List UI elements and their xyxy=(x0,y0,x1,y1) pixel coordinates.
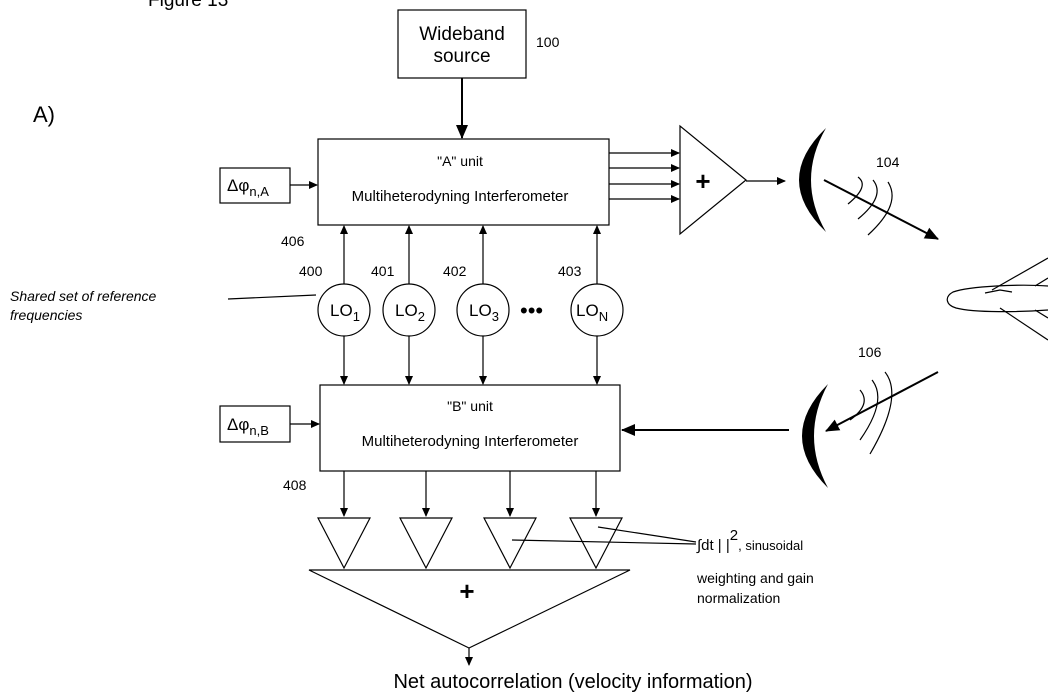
unit-a-subtitle: Multiheterodyning Interferometer xyxy=(352,188,569,205)
wideband-source-block: Wideband source xyxy=(397,9,527,79)
phase-a-subscript: n,A xyxy=(249,184,269,199)
phase-a-label: Δφn,A xyxy=(227,176,269,199)
lo2-ref: 401 xyxy=(371,263,395,279)
unit-a-ref-number: 406 xyxy=(281,233,305,249)
output-summer-symbol: + xyxy=(459,576,474,606)
transmit-beam-arrow xyxy=(823,179,939,240)
integrator-line2: weighting and gain xyxy=(696,570,814,586)
receive-ref-number: 106 xyxy=(858,344,882,360)
lon-subscript: N xyxy=(599,309,608,324)
amplifier-triangle-icon xyxy=(399,517,453,570)
figure-title: Figure 13 xyxy=(148,0,228,11)
lo-to-a-arrows xyxy=(340,225,601,284)
transmit-ref-number: 104 xyxy=(876,154,900,170)
unit-b-title: "B" unit xyxy=(447,398,493,414)
amplifier-triangle-icon xyxy=(317,517,371,570)
phase-b-subscript: n,B xyxy=(249,423,269,438)
lo3-label: LO3 xyxy=(469,301,499,324)
panel-label: A) xyxy=(33,102,55,127)
local-oscillators: LO1 400 LO2 401 LO3 402 ••• LON 403 xyxy=(299,263,624,337)
lo1-label: LO1 xyxy=(330,301,360,324)
lo3-subscript: 3 xyxy=(492,309,499,324)
unit-b-block: "B" unit Multiheterodyning Interferomete… xyxy=(319,384,621,472)
lo1-ref: 400 xyxy=(299,263,323,279)
lon-label: LON xyxy=(576,301,608,324)
unit-b-subtitle: Multiheterodyning Interferometer xyxy=(362,433,579,450)
detector-triangles xyxy=(317,517,623,570)
amplifier-triangle-icon xyxy=(483,517,537,570)
phase-a-box: Δφn,A xyxy=(219,167,291,204)
lo3-ref: 402 xyxy=(443,263,467,279)
lon-ref: 403 xyxy=(558,263,582,279)
summing-amplifier-icon: + xyxy=(679,124,747,236)
lo2-subscript: 2 xyxy=(418,309,425,324)
oscillator-lo3: LO3 402 xyxy=(443,263,510,337)
source-label-line2: source xyxy=(433,46,490,67)
aircraft-icon xyxy=(946,257,1048,341)
integrator-exponent: 2 xyxy=(730,527,738,544)
integrator-annotation: ∫dt | |2, sinusoidal weighting and gain … xyxy=(511,526,814,606)
amplifier-triangle-icon xyxy=(569,517,623,570)
shared-label-leader xyxy=(227,294,317,300)
b-outputs xyxy=(340,471,600,517)
unit-a-block: "A" unit Multiheterodyning Interferomete… xyxy=(317,138,610,226)
integrator-suffix: , sinusoidal xyxy=(738,538,803,553)
unit-b-ref-number: 408 xyxy=(283,477,307,493)
receive-waves xyxy=(849,371,893,455)
transmit-waves xyxy=(847,176,893,236)
phase-b-label: Δφn,B xyxy=(227,415,269,438)
shared-label-line2: frequencies xyxy=(10,307,82,323)
oscillator-ellipsis: ••• xyxy=(520,298,543,323)
transmit-dish-icon xyxy=(799,128,826,232)
lo2-label: LO2 xyxy=(395,301,425,324)
phase-b-box: Δφn,B xyxy=(219,405,291,443)
output-summer: + xyxy=(308,569,631,649)
source-label-line1: Wideband xyxy=(419,24,505,45)
receive-beam-arrow xyxy=(825,371,939,432)
source-ref-number: 100 xyxy=(536,34,560,50)
oscillator-lo2: LO2 401 xyxy=(371,263,436,337)
shared-label-line1: Shared set of reference xyxy=(10,288,157,304)
oscillator-lon: LON 403 xyxy=(558,263,624,337)
lo-to-b-arrows xyxy=(340,336,601,385)
oscillator-lo1: LO1 400 xyxy=(299,263,371,337)
a-outputs xyxy=(609,149,680,203)
receive-dish-icon xyxy=(802,384,828,488)
integrator-expression: ∫dt | |2, sinusoidal xyxy=(696,527,803,554)
integrator-line3: normalization xyxy=(697,590,780,606)
unit-a-title: "A" unit xyxy=(437,153,483,169)
lo1-subscript: 1 xyxy=(353,309,360,324)
tx-summer-symbol: + xyxy=(695,166,710,196)
output-label: Net autocorrelation (velocity informatio… xyxy=(393,671,752,693)
